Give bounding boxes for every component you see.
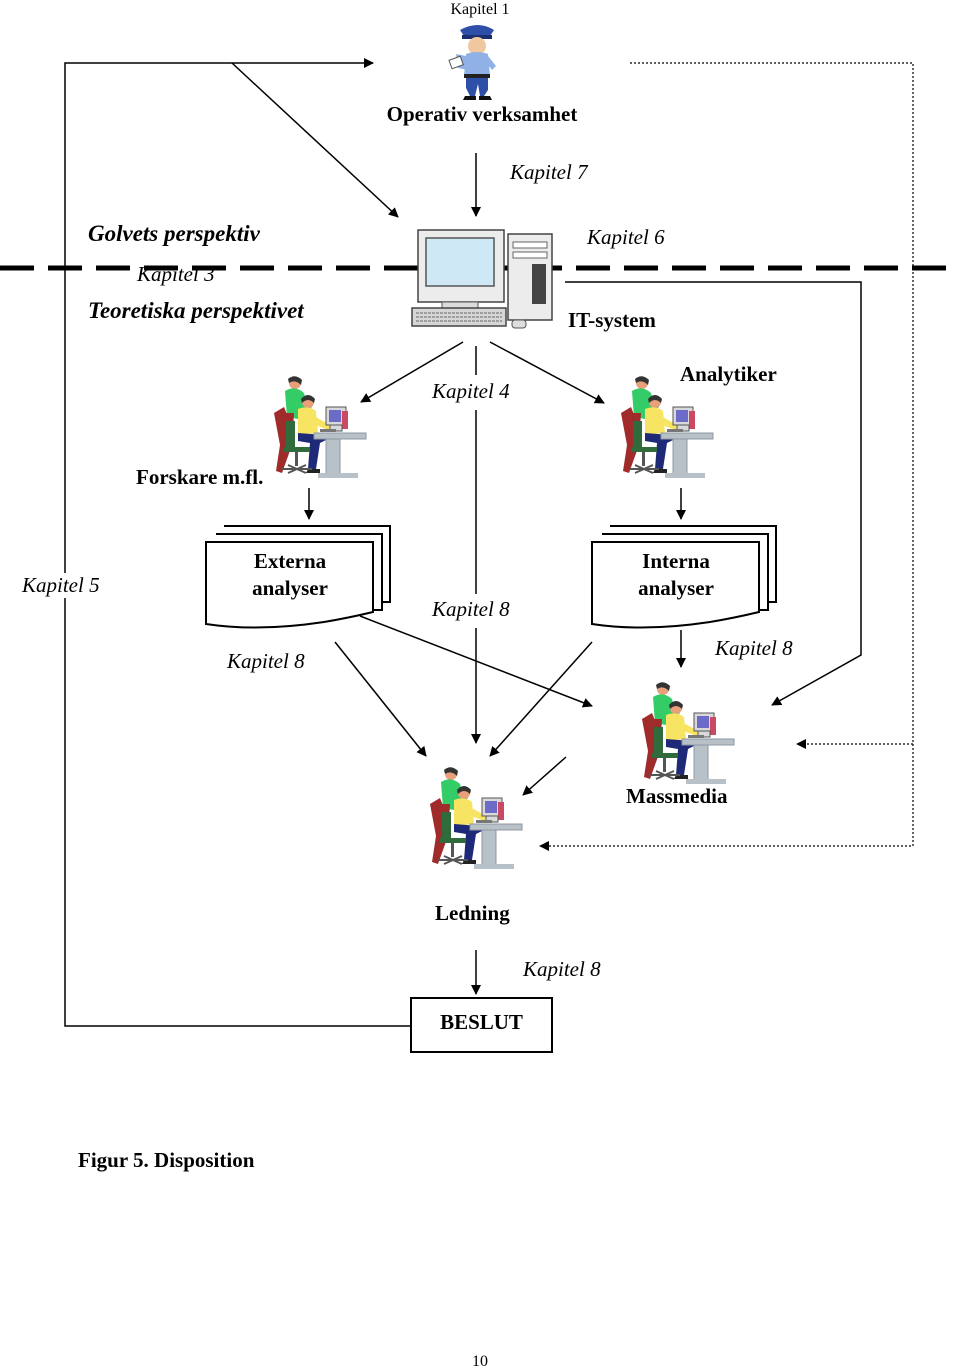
desktop-computer-icon — [411, 229, 553, 329]
node-operativ-verksamhet: Operativ verksamhet — [386, 102, 578, 126]
ledning-workstation-icon — [429, 766, 523, 870]
page-number: 10 — [472, 1353, 488, 1370]
node-analytiker: Analytiker — [680, 362, 777, 386]
it-to-massmedia-line — [565, 281, 862, 706]
node-ledning: Ledning — [435, 901, 510, 925]
label-kapitel-8-left: Kapitel 8 — [227, 649, 305, 673]
header-chapter: Kapitel 1 — [450, 1, 510, 18]
label-kapitel-8-bottom: Kapitel 8 — [523, 957, 601, 981]
label-kapitel-8-center: Kapitel 8 — [432, 597, 510, 621]
externa-line-2: analyser — [252, 576, 328, 600]
arrow-massmedia-to-ledning — [522, 756, 567, 796]
node-it-system: IT-system — [568, 308, 656, 332]
label-kapitel-4: Kapitel 4 — [432, 379, 510, 403]
arrow-it-to-analytiker — [489, 341, 605, 404]
label-kapitel-3: Kapitel 3 — [137, 262, 215, 286]
police-officer-icon — [448, 25, 496, 100]
perspective-teoretiska: Teoretiska perspektivet — [88, 298, 304, 323]
arrow-externa-to-ledning — [334, 641, 427, 757]
interna-line-1: Interna — [642, 549, 710, 573]
node-beslut: BESLUT — [440, 1010, 523, 1034]
figure-caption: Figur 5. Disposition — [78, 1148, 255, 1172]
analytiker-workstation-icon — [620, 375, 714, 479]
beslut-box — [410, 997, 553, 1053]
forskare-workstation-icon — [273, 375, 367, 479]
arrow-it-to-forskare — [360, 341, 464, 403]
arrow-to-it-left — [231, 62, 399, 218]
node-forskare: Forskare m.fl. — [136, 465, 264, 489]
label-kapitel-7: Kapitel 7 — [510, 160, 588, 184]
arrow-interna-to-ledning — [489, 641, 593, 757]
interna-line-2: analyser — [638, 576, 714, 600]
externa-line-1: Externa — [253, 549, 327, 573]
feedback-loop-line — [64, 58, 410, 1027]
node-massmedia: Massmedia — [626, 784, 728, 808]
label-kapitel-5: Kapitel 5 — [22, 573, 100, 598]
massmedia-workstation-icon — [641, 681, 735, 785]
label-kapitel-6: Kapitel 6 — [587, 225, 665, 249]
perspective-golvets: Golvets perspektiv — [88, 221, 260, 246]
arrow-externa-to-massmedia — [359, 615, 593, 708]
dotted-loop-line — [539, 62, 914, 851]
label-kapitel-8-right: Kapitel 8 — [715, 636, 793, 660]
